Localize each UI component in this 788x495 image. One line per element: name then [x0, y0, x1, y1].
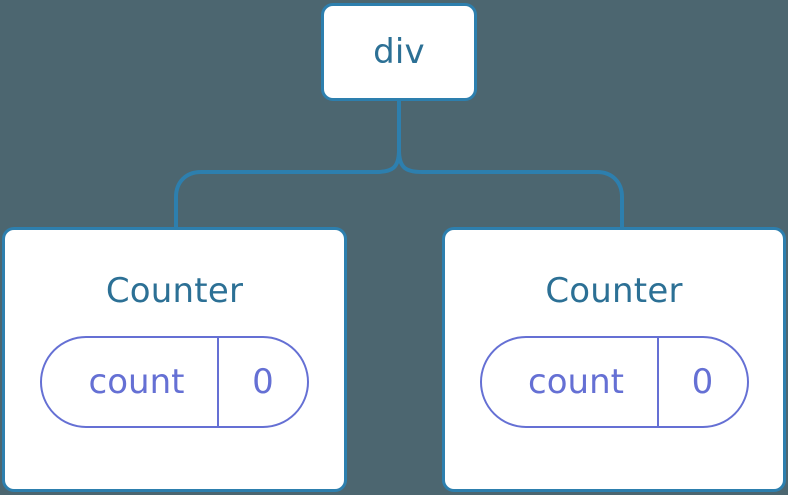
node-counter-left-label: Counter: [105, 271, 244, 311]
node-div-label: div: [373, 32, 425, 72]
state-pill-right[interactable]: count 0: [479, 336, 749, 428]
state-value-right: 0: [656, 338, 747, 426]
node-counter-left[interactable]: Counter count 0: [2, 227, 347, 492]
connector-branch-right: [397, 149, 624, 227]
connector-branch-left: [174, 149, 401, 227]
state-pill-left[interactable]: count 0: [40, 336, 309, 428]
state-value-left: 0: [217, 338, 307, 426]
node-counter-right-label: Counter: [545, 271, 683, 311]
state-key-right: count: [528, 362, 624, 402]
node-div[interactable]: div: [321, 3, 477, 101]
state-key-left: count: [88, 362, 185, 402]
node-counter-right[interactable]: Counter count 0: [442, 227, 786, 492]
